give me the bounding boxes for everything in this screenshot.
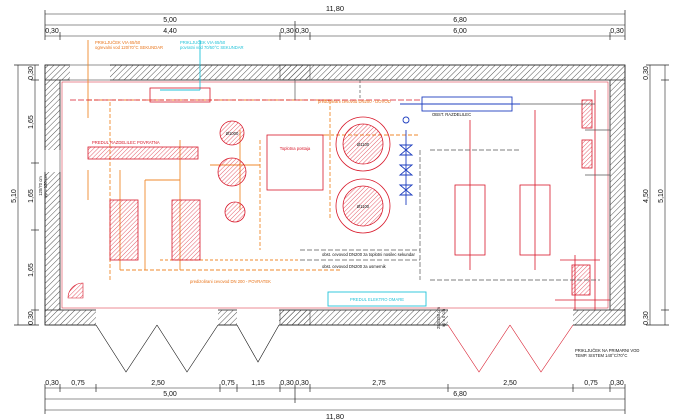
return-note: predizolirani cevovod DN 200 - POVRATEK bbox=[190, 279, 271, 284]
dim-right-seg-1: 4,50 bbox=[643, 189, 650, 203]
dim-top-row-0: 0,30 bbox=[45, 28, 59, 35]
dim-bottom-row-3: 0,75 bbox=[221, 380, 235, 387]
cyan-piping bbox=[160, 40, 201, 91]
pipe-note-2: obst. cevovod DN200 za usmernik bbox=[322, 264, 387, 269]
right-bottom-line-2: TEMP. SISTEM 140°C/70°C bbox=[575, 353, 627, 358]
vessel-label-2: Ø1100 bbox=[357, 204, 370, 209]
dim-right-seg-2: 0,30 bbox=[643, 311, 650, 325]
dim-top-total: 11,80 bbox=[326, 4, 344, 13]
dim-left-seg-0: 0,30 bbox=[28, 66, 35, 80]
dim-top-row-2: 0,30 bbox=[280, 28, 294, 35]
inlet-cold-line-1: PRIKLJUČEK VIA 65/50 bbox=[95, 40, 141, 45]
inlet-cold-line-2: ogrevalni vod 120/70°C SEKUNDAR bbox=[95, 45, 163, 50]
reduction-label: PREDUL RAZDELILEC POVRATNA bbox=[92, 140, 160, 145]
inlet-return-line-2: povratni vod 70/50°C SEKUNDAR bbox=[180, 45, 244, 50]
building-walls bbox=[44, 64, 626, 326]
dim-top-row-4: 6,00 bbox=[453, 28, 467, 35]
dim-bottom-row-8: 2,50 bbox=[503, 380, 517, 387]
inlet-return-line-1: PRIKLJUČEK VIA 65/50 bbox=[180, 40, 226, 45]
door-swing-small-icon bbox=[67, 282, 84, 299]
dim-bottom-row-6: 0,30 bbox=[295, 380, 309, 387]
dim-top-row-1: 4,40 bbox=[163, 28, 177, 35]
wall-opening-label-2: vp = 130 cm bbox=[43, 174, 48, 197]
dim-bottom-row-1: 0,75 bbox=[71, 380, 85, 387]
dim-top-left: 5,00 bbox=[163, 17, 177, 24]
dim-left-seg-3: 1,65 bbox=[28, 263, 35, 277]
dimension-lines bbox=[14, 10, 669, 414]
dim-left-seg-4: 0,30 bbox=[28, 311, 35, 325]
dimension-texts: 11,80 5,00 6,80 0,30 4,40 0,30 0,30 6,00… bbox=[11, 4, 665, 420]
electro-cabinet bbox=[327, 291, 427, 307]
dim-right-seg-0: 0,30 bbox=[643, 66, 650, 80]
dim-bottom-row-10: 0,30 bbox=[610, 380, 624, 387]
dim-bottom-row-7: 2,75 bbox=[372, 380, 386, 387]
dim-top-row-3: 0,30 bbox=[295, 28, 309, 35]
collector-label: OBST. RAZDELILEC bbox=[432, 112, 471, 117]
dim-top-right: 6,80 bbox=[453, 17, 467, 24]
electro-label: PREDUL ELEKTRO OMARE bbox=[350, 297, 404, 302]
dim-left-seg-1: 1,65 bbox=[28, 115, 35, 129]
pipe-note-1: obst. cevovod DN200 za toplotni nosilec … bbox=[322, 252, 415, 257]
dim-bottom-row-5: 0,30 bbox=[280, 380, 294, 387]
vessel-label-1: Ø1100 bbox=[357, 142, 370, 147]
dim-bottom-row-4: 1,15 bbox=[251, 380, 265, 387]
right-bottom-line-1: PRIKLJUČEK NA PRIMARNI VOD bbox=[575, 348, 639, 353]
door-opening-label-2: vp = 0 cm bbox=[441, 308, 446, 327]
dim-left-seg-2: 1,65 bbox=[28, 189, 35, 203]
dim-bottom-row-2: 2,50 bbox=[151, 380, 165, 387]
dim-bottom-total: 11,80 bbox=[326, 412, 344, 420]
dim-top-row-5: 0,30 bbox=[610, 28, 624, 35]
doors bbox=[67, 282, 574, 373]
text-labels: PRIKLJUČEK VIA 65/50 ogrevalni vod 120/7… bbox=[92, 40, 639, 358]
grey-piping bbox=[294, 80, 610, 281]
blue-elements bbox=[398, 96, 520, 205]
door-opening-label-1: 250/250 cm bbox=[436, 307, 441, 329]
plant-note: Toplotna postaja bbox=[280, 146, 311, 151]
dim-bottom-mid-left: 5,00 bbox=[163, 391, 177, 398]
dim-bottom-row-0: 0,30 bbox=[45, 380, 59, 387]
dim-bottom-row-9: 0,75 bbox=[584, 380, 598, 387]
dim-left-outer: 5,10 bbox=[11, 189, 18, 203]
wall-opening-label-1: 120/70 cm bbox=[38, 176, 43, 196]
red-equipment bbox=[70, 87, 610, 310]
supply-note: predizolirani cevovod DN200 - DOVOD bbox=[318, 99, 391, 104]
dim-bottom-mid-right: 6,80 bbox=[453, 391, 467, 398]
dim-right-outer: 5,10 bbox=[658, 189, 665, 203]
pump-label: Ø1000 bbox=[226, 131, 239, 136]
